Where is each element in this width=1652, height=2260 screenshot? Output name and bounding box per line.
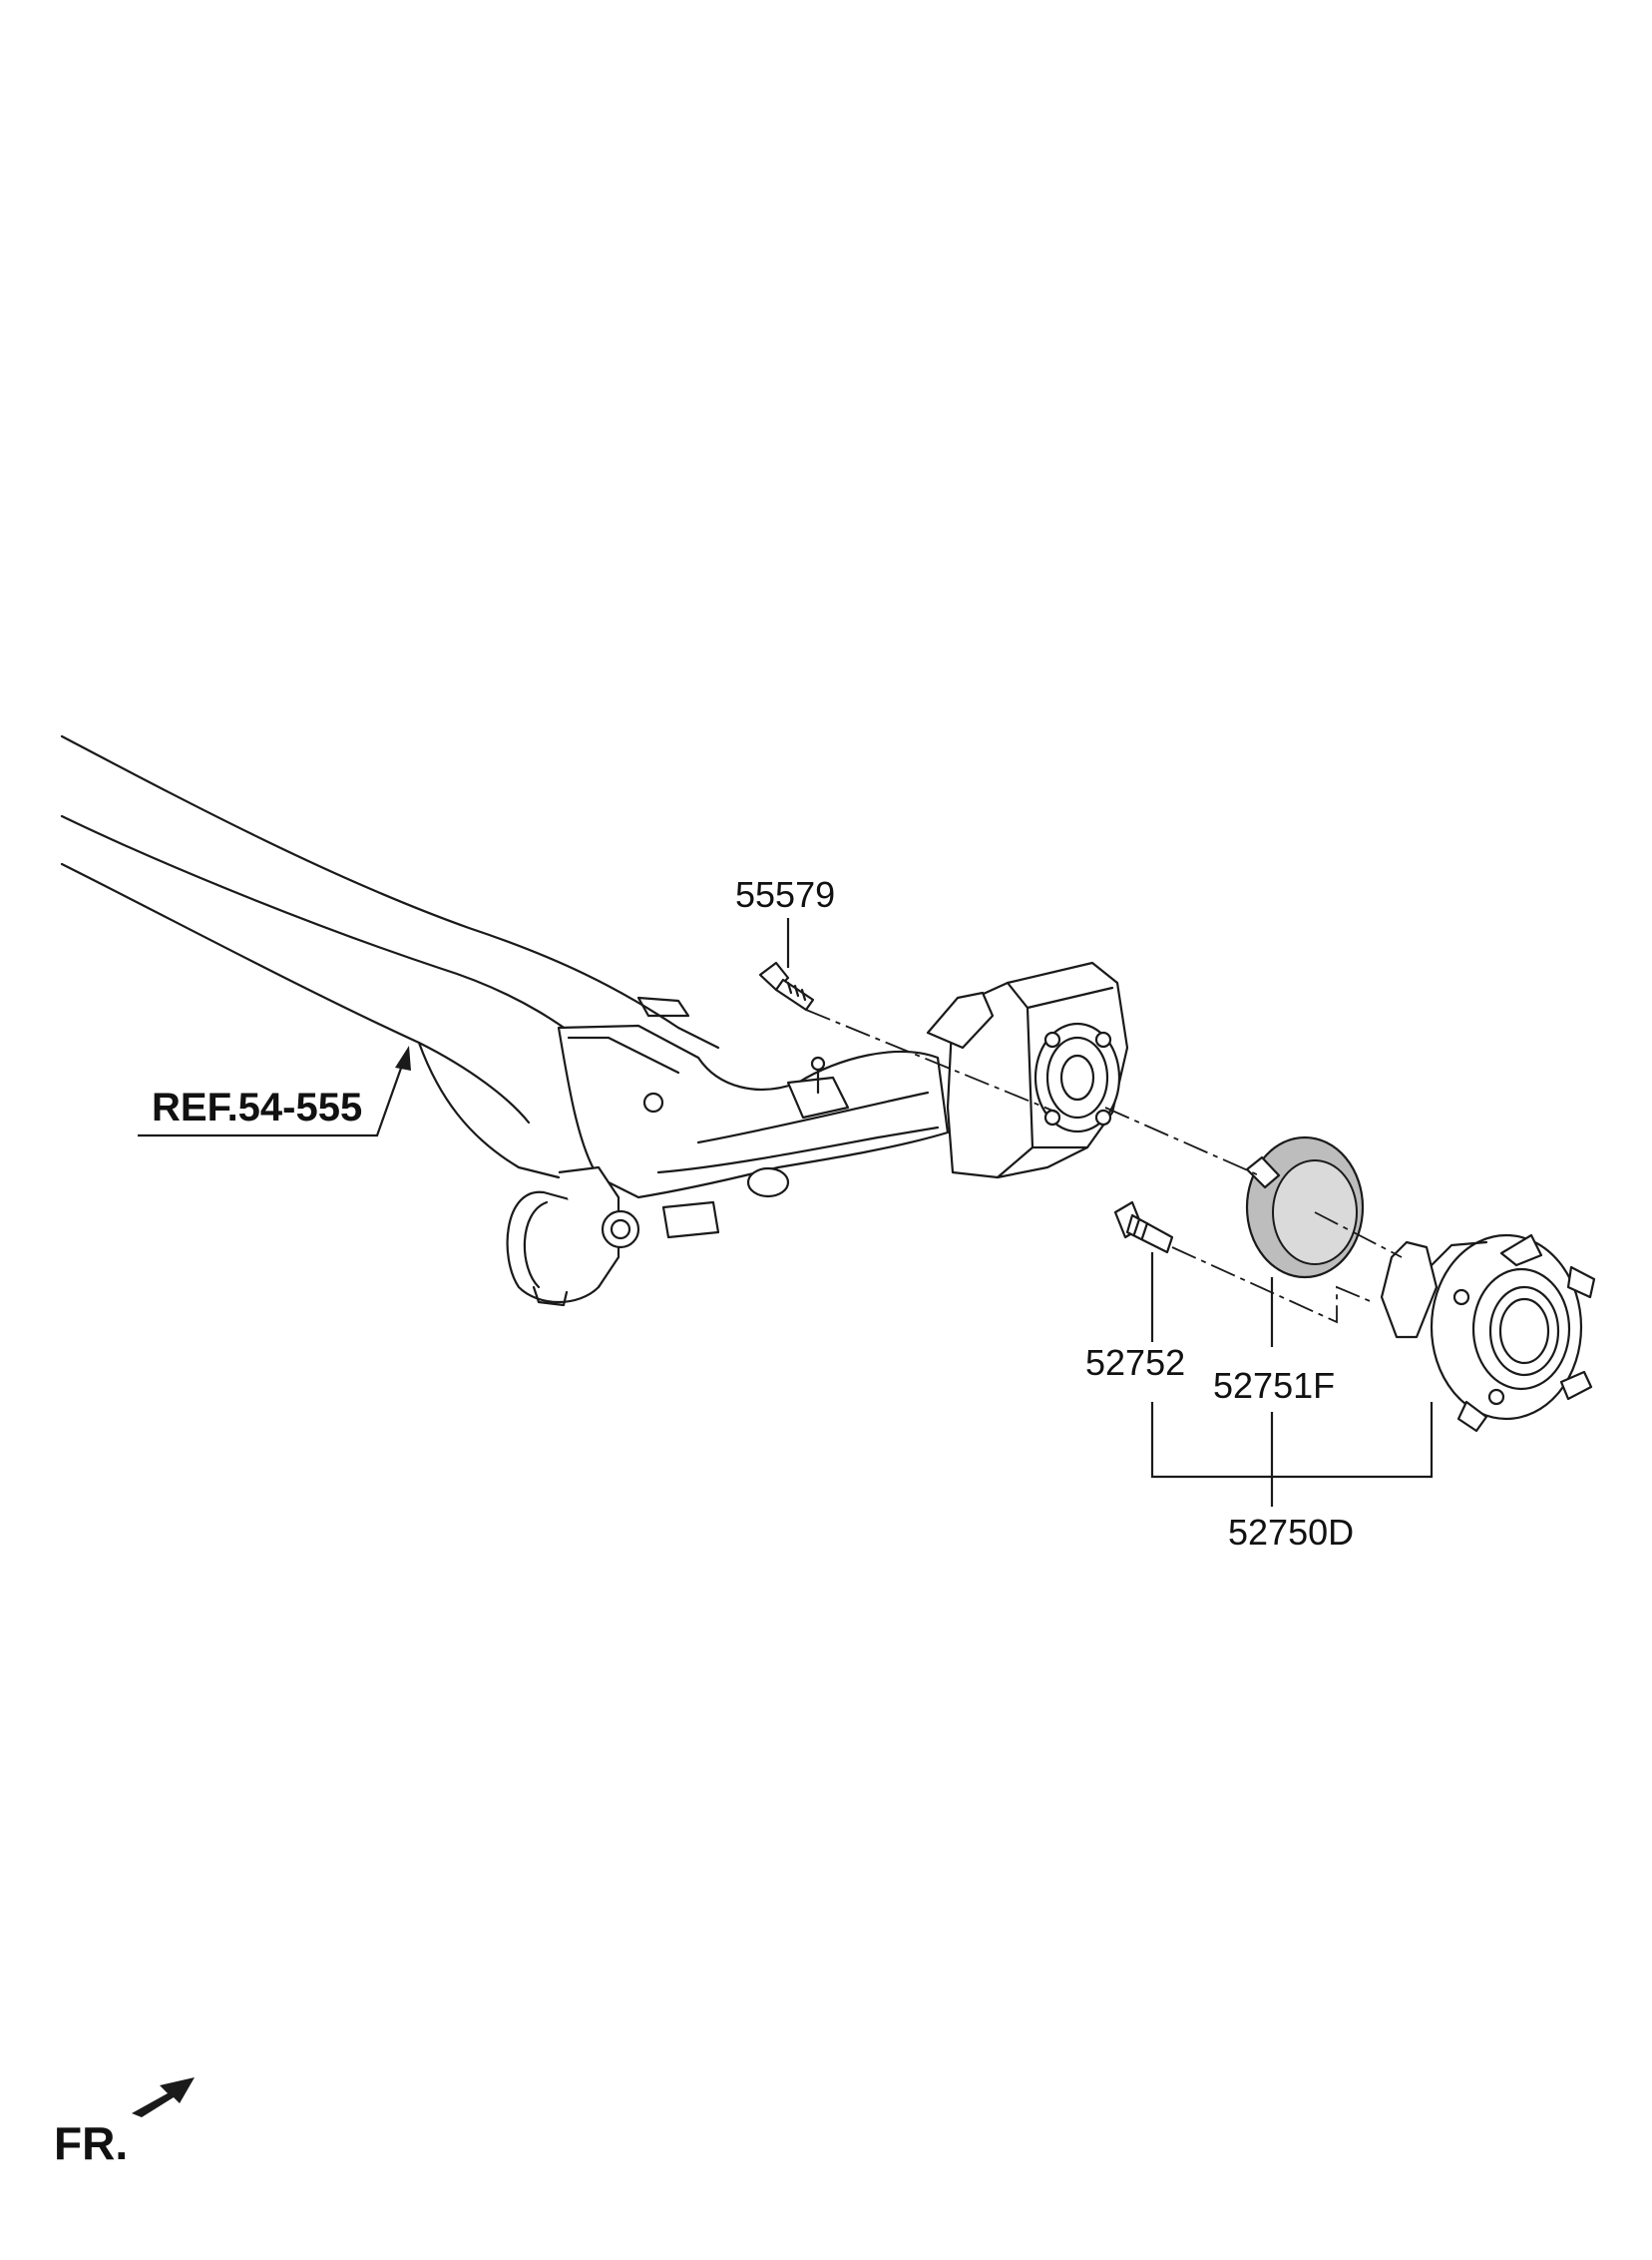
label-bolt: 55579	[735, 874, 836, 915]
hub-bearing-52750D	[1380, 1233, 1596, 1433]
label-cap: 52751F	[1213, 1365, 1336, 1406]
cap-52751F	[1245, 1135, 1365, 1279]
assembly-centerlines	[805, 1009, 1403, 1324]
bolt-55579	[758, 961, 815, 1012]
label-ref: REF.54-555	[152, 1086, 363, 1130]
label-stud: 52752	[1085, 1342, 1186, 1383]
label-front: FR.	[54, 2117, 129, 2169]
stud-52752	[1113, 1200, 1174, 1254]
front-direction-arrow-icon	[132, 2077, 195, 2117]
leader-lines	[138, 918, 1434, 1507]
torsion-beam-axle	[60, 734, 1129, 1307]
label-hub: 52750D	[1228, 1512, 1355, 1553]
